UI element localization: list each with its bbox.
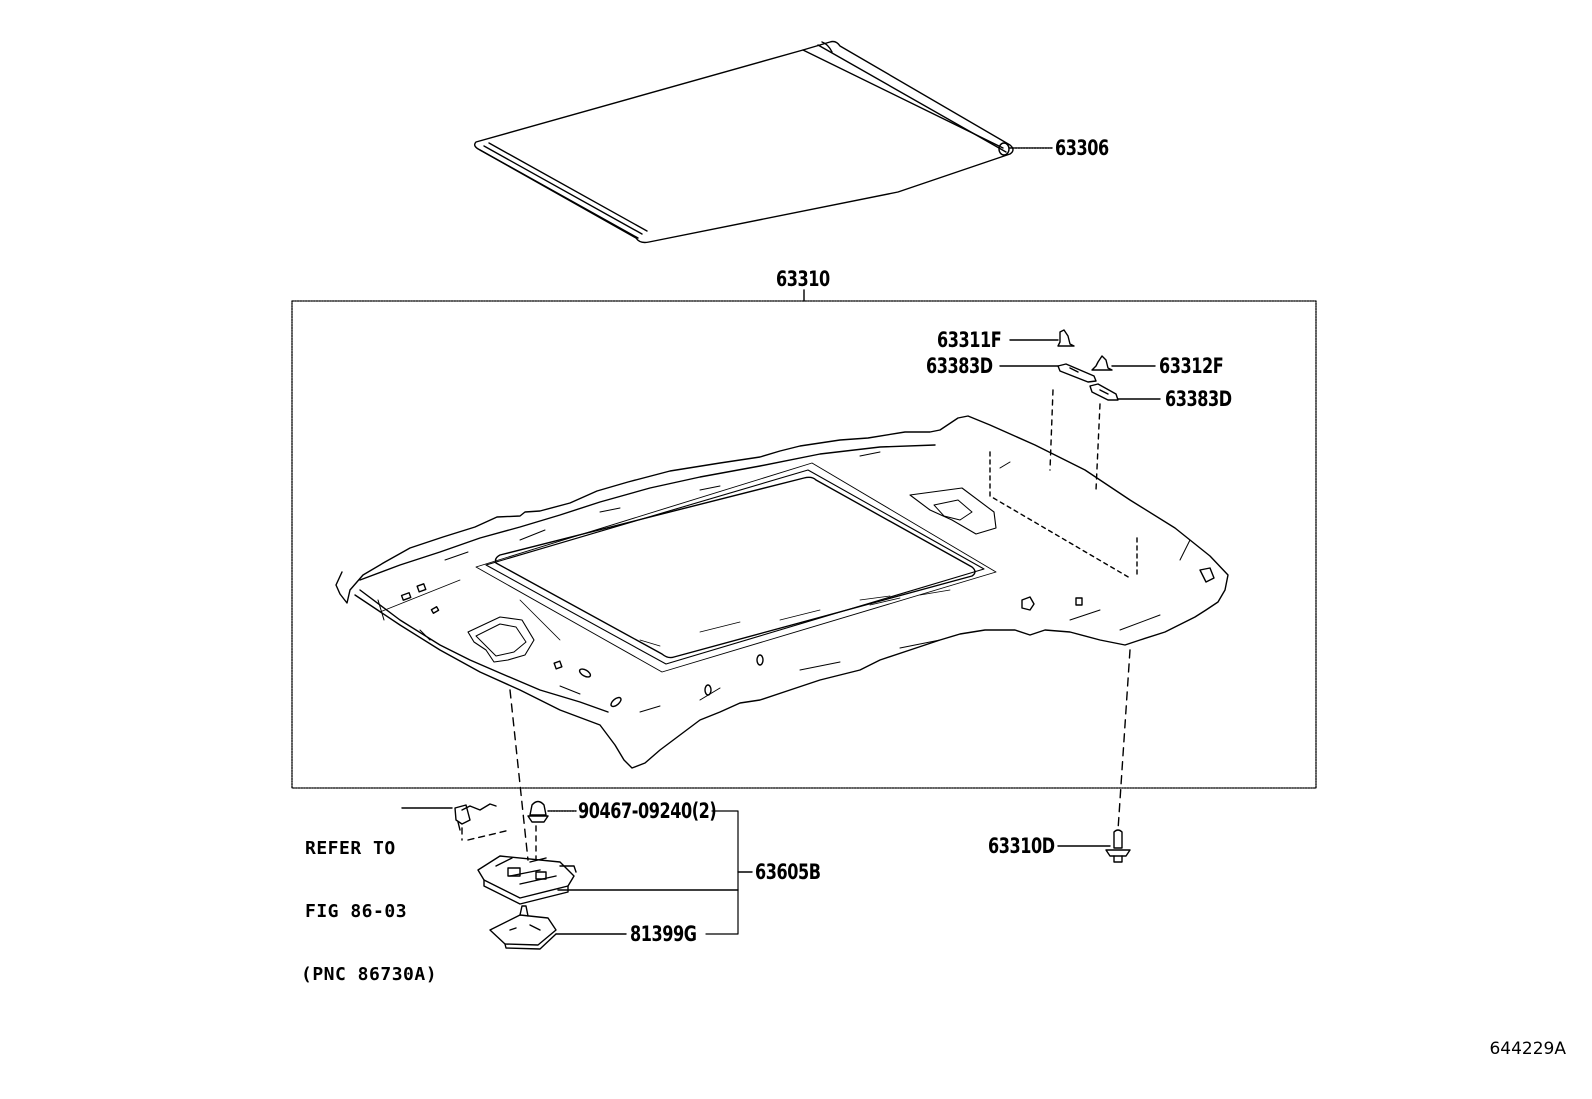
assembly-line-63310D — [1117, 649, 1131, 831]
pnc-label-63310[interactable]: 63310 — [776, 267, 830, 291]
pnc-label-63306[interactable]: 63306 — [1055, 136, 1109, 160]
bracket-63383D-left-drawing[interactable] — [1057, 363, 1097, 383]
lamp-cover-81399G-drawing[interactable] — [489, 905, 557, 950]
reference-line-3: (PNC 86730A) — [301, 964, 438, 985]
sunroof-opening — [494, 476, 976, 659]
pnc-label-63312F[interactable]: 63312F — [1159, 354, 1224, 378]
clip-90467-drawing[interactable] — [527, 800, 549, 823]
connector-86730A-drawing[interactable] — [454, 803, 497, 831]
bracket-63383D-right-drawing[interactable] — [1089, 383, 1119, 401]
clip-63310D-drawing[interactable] — [1105, 829, 1131, 863]
reference-line-1: REFER TO — [305, 838, 396, 859]
assembly-line-connector — [461, 827, 511, 841]
map-lamp-63605B-drawing[interactable] — [477, 855, 577, 905]
pnc-label-63311F[interactable]: 63311F — [937, 328, 1002, 352]
assembly-line-headliner-to-lamp — [509, 689, 529, 861]
pnc-label-90467-09240[interactable]: 90467-09240(2) — [578, 799, 717, 823]
clip-63311F-drawing[interactable] — [1057, 329, 1075, 347]
pnc-label-63383D-left[interactable]: 63383D — [926, 354, 993, 378]
reference-line-2: FIG 86-03 — [305, 901, 408, 922]
assembly-line-63383D-right — [1095, 403, 1101, 491]
headliner-drawing[interactable] — [335, 415, 1229, 769]
sunshade-drawing[interactable] — [473, 40, 1014, 244]
pnc-label-63310D[interactable]: 63310D — [988, 834, 1055, 858]
figure-id: 644229A — [1489, 1039, 1566, 1059]
assembly-line-63383D-left — [1049, 389, 1054, 471]
pnc-label-63383D-right[interactable]: 63383D — [1165, 387, 1232, 411]
clip-63312F-drawing[interactable] — [1091, 355, 1113, 371]
pnc-label-63605B[interactable]: 63605B — [755, 860, 821, 884]
bracket-group-63605B — [705, 810, 739, 935]
reference-note[interactable]: REFER TO FIG 86-03 (PNC 86730A) — [301, 796, 437, 1006]
pnc-label-81399G[interactable]: 81399G — [630, 922, 697, 946]
